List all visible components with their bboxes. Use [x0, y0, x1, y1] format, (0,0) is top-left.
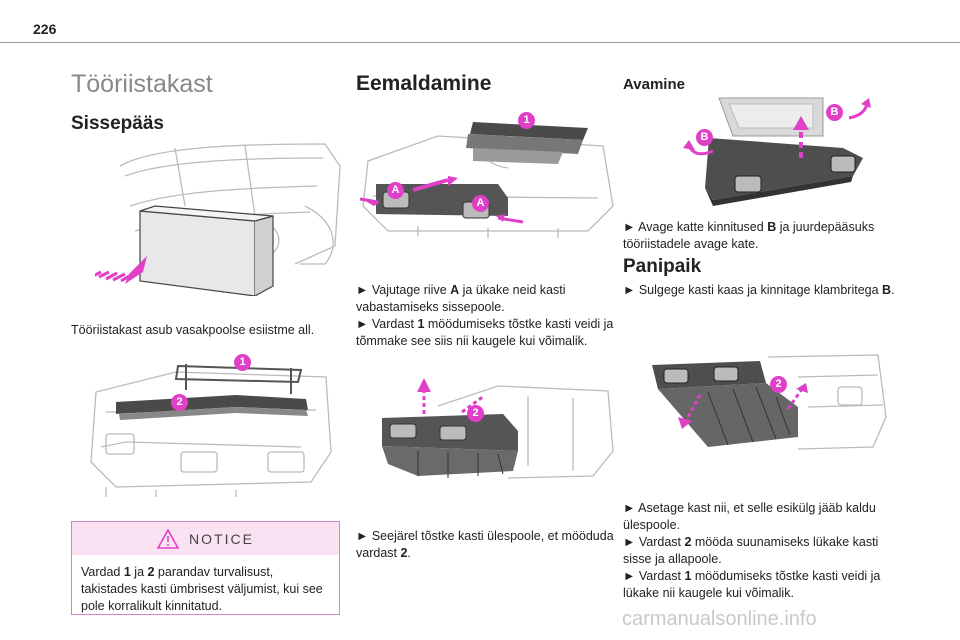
label-latch-a-left: A [387, 182, 404, 199]
storage-steps-2: ► Asetage kast nii, et selle esikülg jää… [623, 500, 898, 602]
step-open-clips: ► Avage katte kinnitused B ja juurdepääs… [623, 220, 875, 251]
caption-location: Tööriistakast asub vasakpoolse esiistme … [71, 323, 315, 337]
label-clip-b-right: B [826, 104, 843, 121]
heading-avamine: Avamine [623, 76, 685, 93]
removal-steps-1: ► Vajutage riive A ja ükake neid kasti v… [356, 282, 618, 350]
notice-box: NOTICE Vardad 1 ja 2 parandav turvalisus… [71, 521, 340, 615]
step-lift-pull: ► Vardast 1 möödumiseks tõstke kasti vei… [356, 317, 614, 348]
step-press-latches: ► Vajutage riive A ja ükake neid kasti v… [356, 283, 566, 314]
label-clip-b-left: B [696, 129, 713, 146]
notice-header: NOTICE [72, 522, 339, 555]
storage-illustration: 2 [648, 347, 888, 457]
storage-step-1: ► Sulgege kasti kaas ja kinnitage klambr… [623, 282, 898, 299]
heading-sissepaas: Sissepääs [71, 113, 164, 134]
footer-watermark: carmanualsonline.info [622, 608, 817, 630]
warning-triangle-icon [157, 528, 180, 549]
removal-illustration-1: 1 A A [358, 106, 620, 246]
label-latch-a-right: A [472, 195, 489, 212]
notice-label: NOTICE [189, 530, 254, 547]
notice-text: Vardad 1 ja 2 parandav turvalisust, taki… [81, 565, 323, 613]
removal-steps-2: ► Seejärel tõstke kasti ülespoole, et mö… [356, 528, 618, 562]
section-title: Tööriistakast [71, 70, 213, 98]
label-rod-1: 1 [234, 354, 251, 371]
seat-illustration [95, 136, 345, 296]
label-rod-2: 2 [467, 405, 484, 422]
removal-illustration-2: 2 [378, 376, 618, 486]
opening-steps: ► Avage katte kinnitused B ja juurdepääs… [623, 219, 898, 253]
step-push-in: ► Vardast 1 möödumiseks tõstke kasti vei… [623, 569, 881, 600]
step-lift-up: ► Seejärel tõstke kasti ülespoole, et mö… [356, 529, 614, 560]
step-position-box: ► Asetage kast nii, et selle esikülg jää… [623, 501, 876, 532]
step-close-lid: ► Sulgege kasti kaas ja kinnitage klambr… [623, 283, 895, 297]
label-rod-1: 1 [518, 112, 535, 129]
top-rule [0, 42, 960, 43]
heading-panipaik: Panipaik [623, 256, 702, 277]
page-number: 226 [33, 21, 57, 37]
step-push-down: ► Vardast 2 mööda suunamiseks lükake kas… [623, 535, 879, 566]
opening-illustration: B B [673, 96, 873, 206]
rods-illustration: 1 2 [86, 352, 336, 502]
label-rod-2: 2 [171, 394, 188, 411]
label-rod-2: 2 [770, 376, 787, 393]
heading-eemaldamine: Eemaldamine [356, 72, 492, 95]
